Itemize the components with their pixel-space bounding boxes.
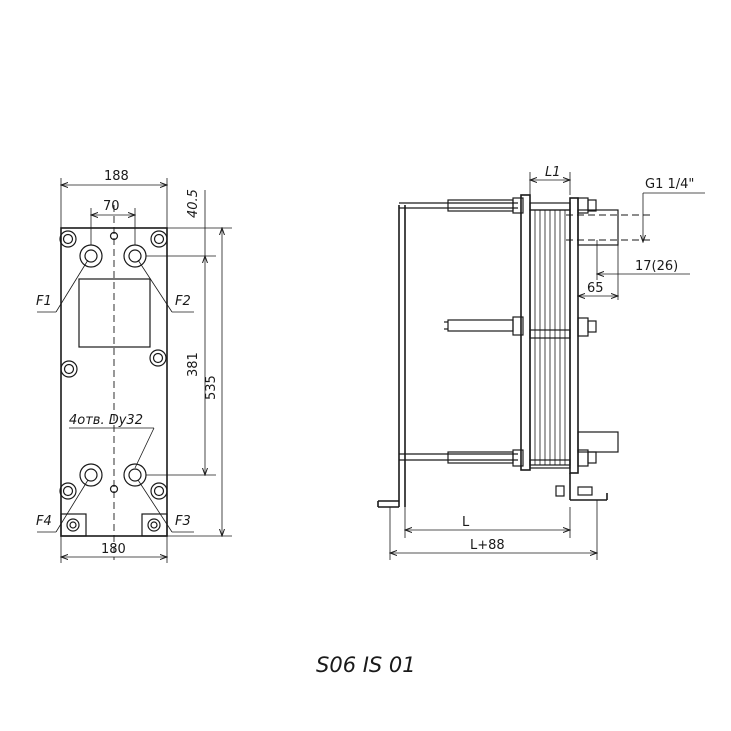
port-f1 (79, 244, 103, 268)
bolt-bottom-right (150, 482, 168, 500)
bolt-bottom-left (59, 482, 77, 500)
tie-bar-bottom (399, 449, 524, 467)
drawing-caption: S06 IS 01 (316, 653, 416, 677)
dim-width-bottom: 180 (101, 542, 126, 557)
port-f2 (123, 244, 147, 268)
dim-top-offset: 40.5 (186, 189, 201, 218)
label-f2: F2 (175, 294, 191, 309)
dim-port-vertical: 381 (186, 352, 201, 377)
bolt-mid-left (60, 360, 78, 378)
label-f3: F3 (175, 514, 191, 529)
base-foot (555, 473, 608, 501)
dim-l: L (462, 515, 470, 530)
tie-bar-middle (444, 316, 524, 336)
bolt-top-right (150, 230, 168, 248)
front-window (78, 278, 151, 348)
dim-offset-17: 17(26) (635, 259, 678, 274)
port-f4 (79, 463, 103, 487)
holes-note: 4отв. Dy32 (69, 413, 143, 428)
dim-l-plus: L+88 (470, 538, 505, 553)
tie-bar-top (399, 197, 524, 214)
dim-port-spacing: 70 (103, 199, 120, 214)
dim-width-top: 188 (104, 169, 129, 184)
nuts-right (577, 197, 597, 467)
label-f1: F1 (36, 294, 52, 309)
fixed-frame-plate (520, 194, 531, 471)
pressure-plate (569, 197, 579, 474)
bolt-mid-right (149, 349, 167, 367)
dim-offset-65: 65 (587, 281, 604, 296)
dim-l1: L1 (545, 165, 561, 180)
bottom-center-hole (109, 484, 119, 494)
label-f4: F4 (36, 514, 52, 529)
dim-thread: G1 1/4" (645, 177, 694, 192)
plate-pack (529, 202, 571, 469)
top-center-hole (109, 231, 119, 241)
side-view: L1 G1 1/4" 17(26) 65 L L+88 (377, 165, 705, 560)
foot-left (60, 513, 87, 537)
front-view: 188 70 40.5 381 535 180 4отв. Dy32 F1 (36, 169, 232, 563)
rear-frame (377, 205, 406, 508)
foot-right (141, 513, 168, 537)
dim-total-height: 535 (204, 375, 219, 400)
lower-nozzle (577, 431, 619, 453)
bolt-top-left (59, 230, 77, 248)
upper-nozzle (566, 209, 650, 246)
